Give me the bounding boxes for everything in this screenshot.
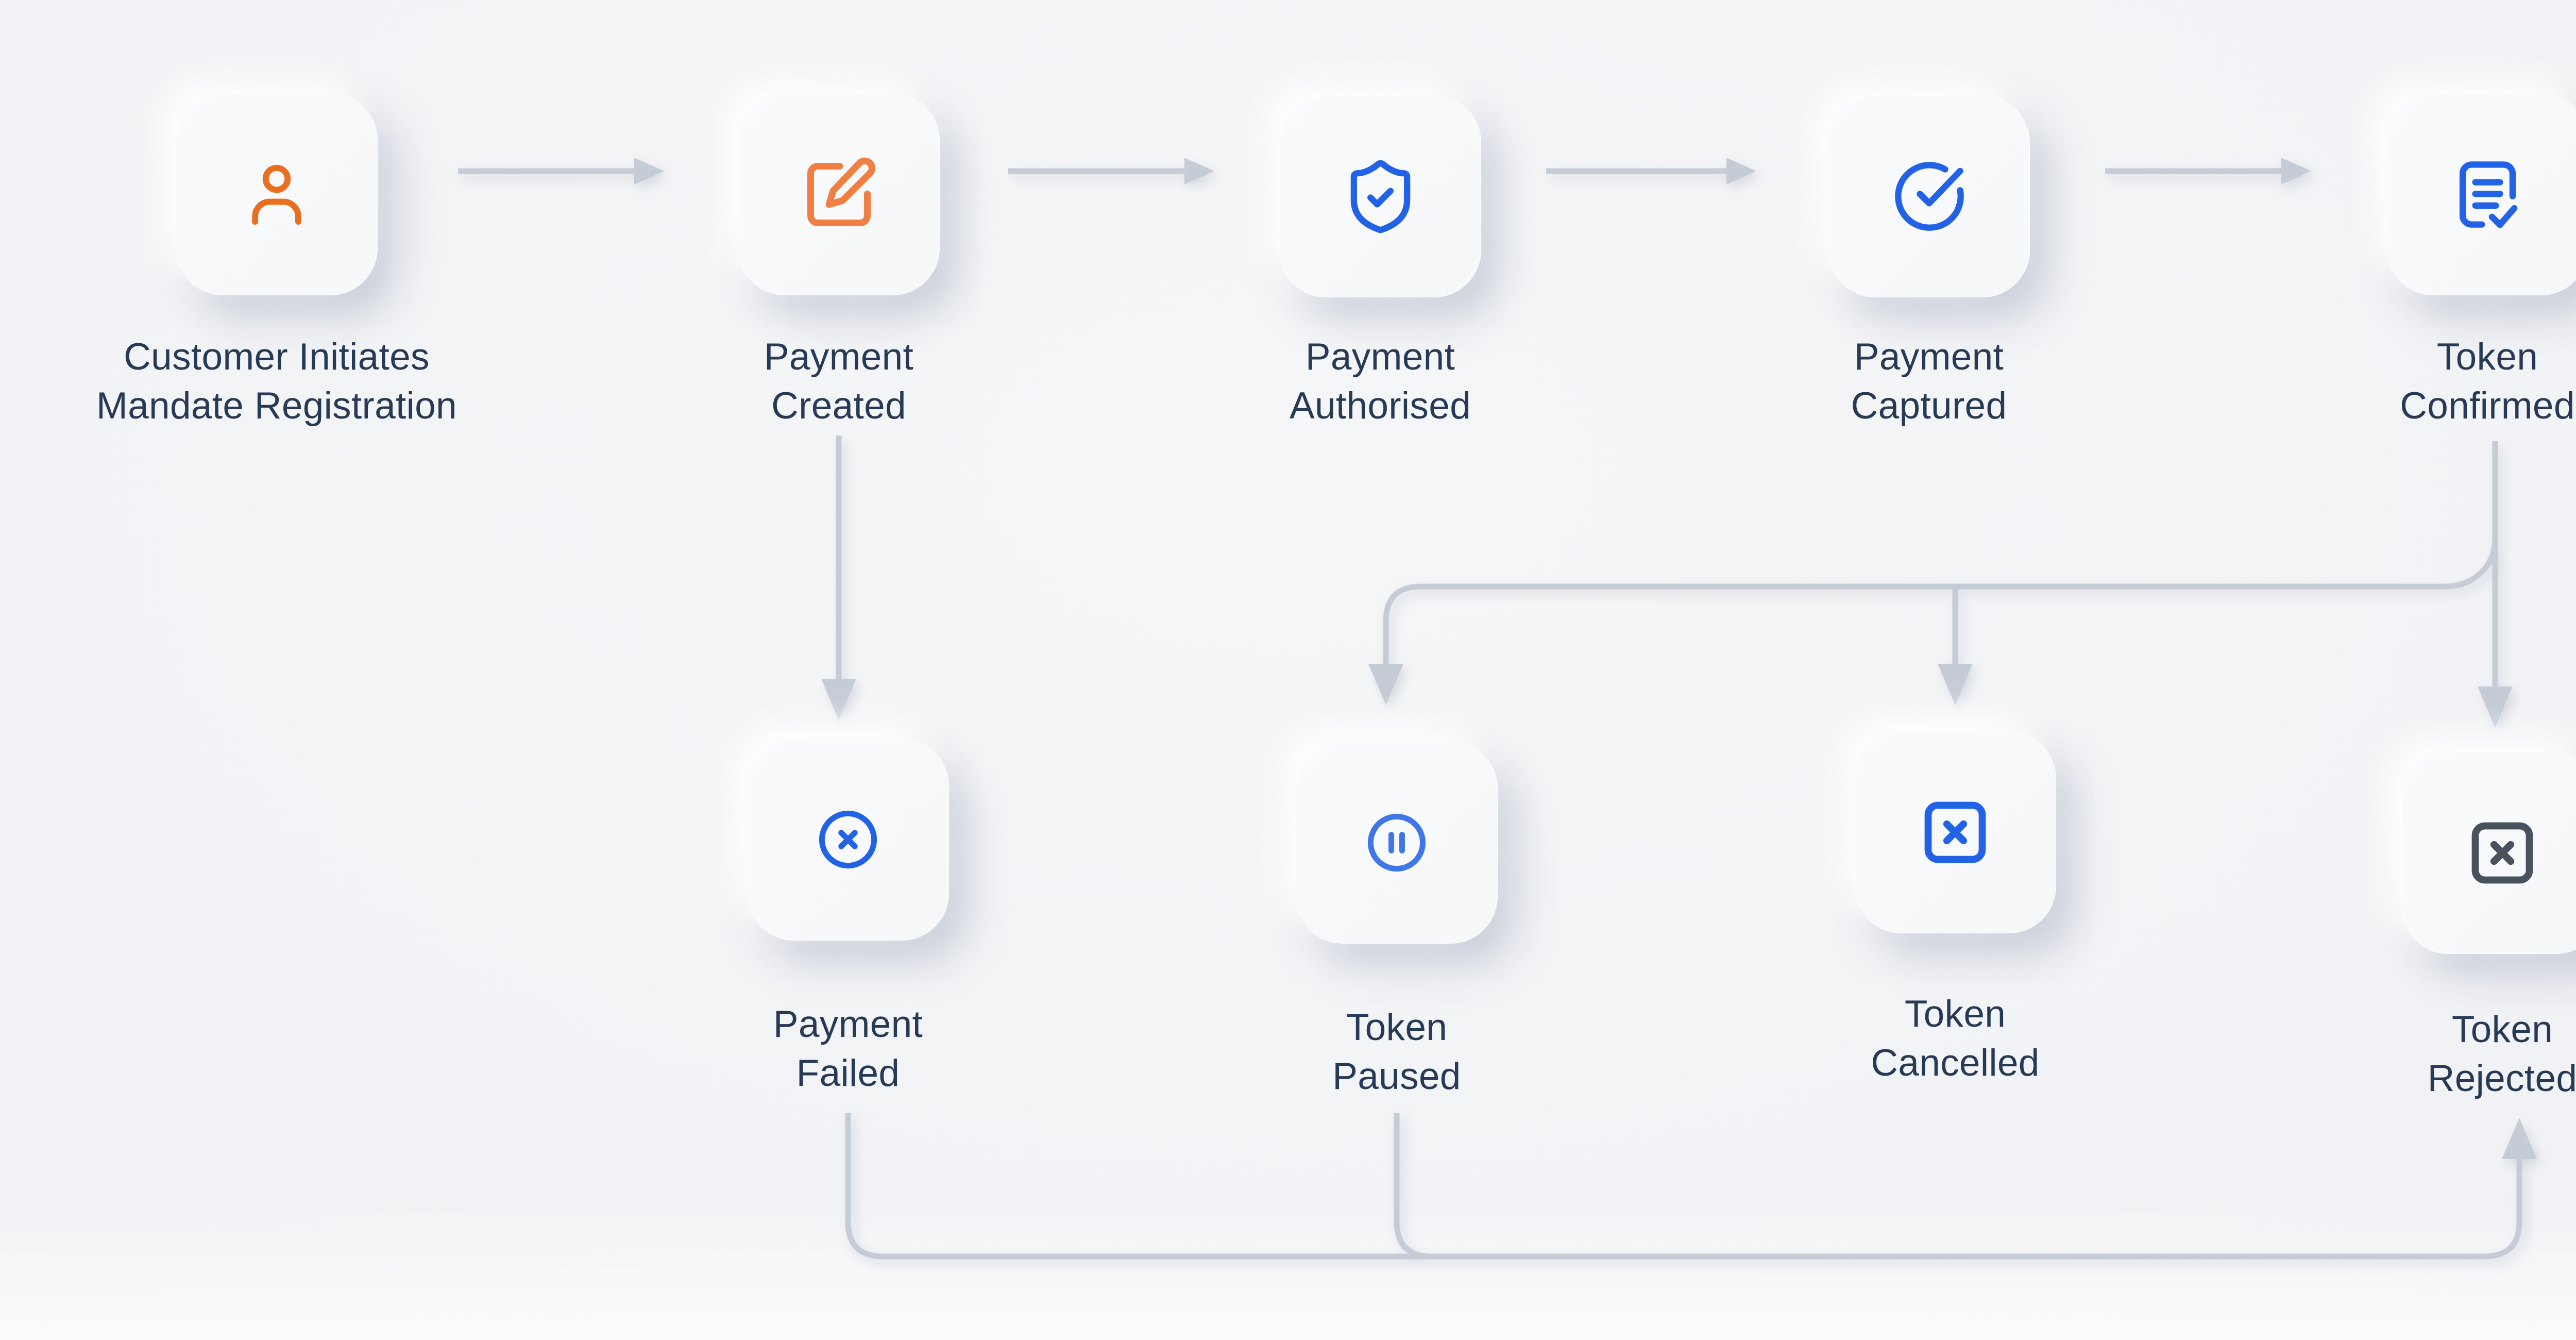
arrow-confirmed-to-rejected [2478, 441, 2513, 728]
square-pen-icon [796, 152, 882, 237]
square-x-icon [2464, 814, 2541, 892]
circle-pause-icon [1363, 809, 1431, 877]
node-payment-created-card[interactable] [738, 93, 940, 295]
node-payment-captured-card[interactable] [1828, 95, 2030, 297]
arrow-confirmed-to-cancelled [1938, 587, 1973, 705]
shield-check-icon [1341, 157, 1420, 237]
node-token-cancelled-card[interactable] [1854, 731, 2056, 933]
user-icon [238, 156, 315, 233]
arrow-captured-to-confirmed [2105, 158, 2311, 185]
arrow-authorised-to-captured [1546, 158, 1756, 185]
arrow-created-to-failed [821, 435, 856, 720]
line-paused-join-bottom [1394, 1113, 1432, 1260]
square-x-icon [1917, 794, 1994, 871]
circle-check-icon [1889, 157, 1969, 237]
node-payment-authorised-card[interactable] [1279, 95, 1481, 297]
node-token-paused-card[interactable] [1296, 742, 1498, 944]
node-payment-failed-card[interactable] [747, 739, 949, 941]
node-customer-card[interactable] [176, 93, 378, 295]
node-token-rejected-card[interactable] [2401, 752, 2576, 954]
arrow-failed-to-rejected [845, 1113, 2537, 1260]
arrow-created-to-authorised [1008, 158, 1214, 185]
arrow-customer-to-created [458, 158, 664, 185]
arrow-confirmed-to-paused [1368, 539, 2498, 705]
node-token-confirmed-card[interactable] [2386, 93, 2576, 295]
document-check-icon [2448, 155, 2528, 234]
circle-x-icon [814, 806, 882, 874]
